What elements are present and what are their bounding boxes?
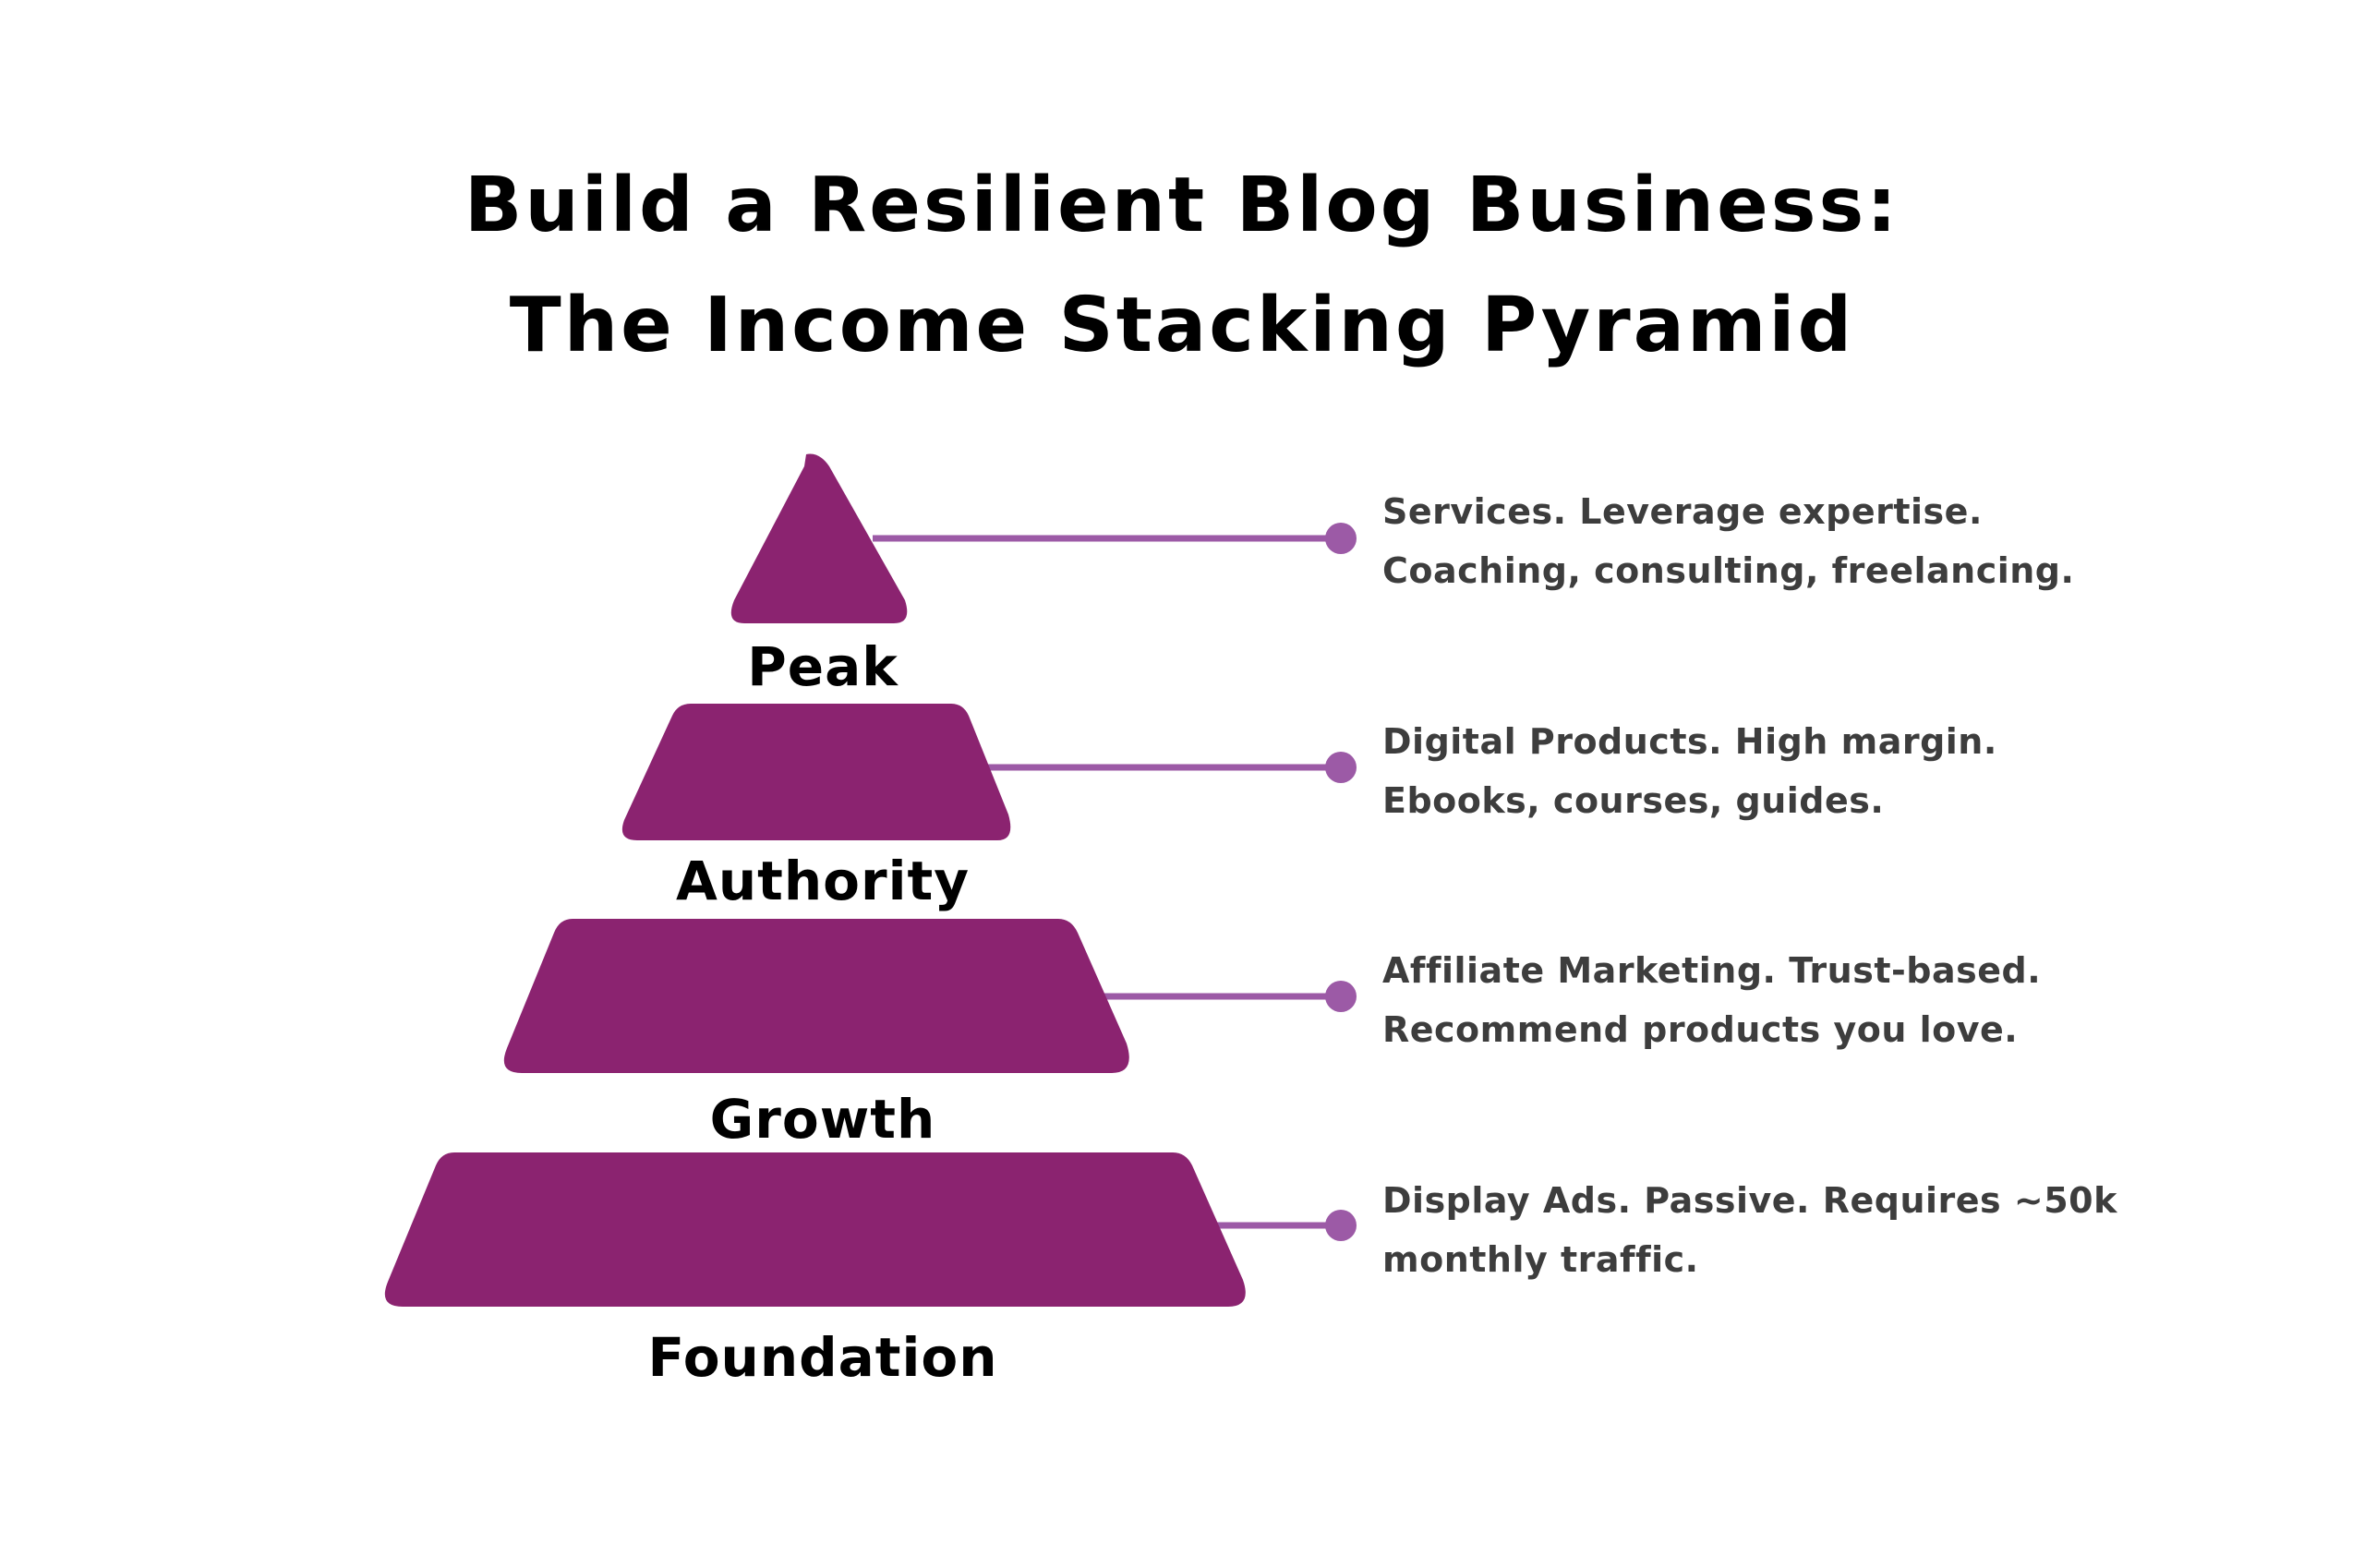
- tier-description-line: monthly traffic.: [1382, 1239, 1699, 1280]
- diagram-title-line-2: The Income Stacking Pyramid: [509, 282, 1855, 369]
- tier-description-growth: Affiliate Marketing. Trust-based. Recomm…: [1382, 941, 2306, 1059]
- tier-growth-shape: [503, 919, 1129, 1073]
- tier-description-line: Digital Products. High margin.: [1382, 721, 1997, 762]
- diagram-title-line-1: Build a Resilient Blog Business:: [464, 162, 1900, 249]
- tier-description-foundation: Display Ads. Passive. Requires ~50k mont…: [1382, 1171, 2306, 1289]
- tier-peak-shape: [730, 453, 908, 623]
- connector-dot-growth: [1325, 981, 1357, 1012]
- tier-description-line: Services. Leverage expertise.: [1382, 491, 1983, 532]
- tier-description-line: Ebooks, courses, guides.: [1382, 780, 1885, 821]
- connector-dot-foundation: [1325, 1210, 1357, 1241]
- connector-dot-peak: [1325, 523, 1357, 554]
- tier-label-peak: Peak: [747, 635, 899, 698]
- tier-authority-shape: [621, 704, 1011, 840]
- tier-label-growth: Growth: [709, 1088, 936, 1151]
- connector-dot-authority: [1325, 752, 1357, 783]
- tier-description-line: Affiliate Marketing. Trust-based.: [1382, 950, 2042, 991]
- tier-description-line: Display Ads. Passive. Requires ~50k: [1382, 1180, 2117, 1221]
- tier-foundation-shape: [384, 1152, 1246, 1307]
- tier-description-peak: Services. Leverage expertise. Coaching, …: [1382, 482, 2306, 600]
- tier-description-line: Recommend products you love.: [1382, 1009, 2019, 1050]
- tier-description-authority: Digital Products. High margin. Ebooks, c…: [1382, 712, 2306, 830]
- tier-label-foundation: Foundation: [647, 1326, 998, 1389]
- tier-description-line: Coaching, consulting, freelancing.: [1382, 550, 2075, 591]
- tier-label-authority: Authority: [675, 850, 971, 912]
